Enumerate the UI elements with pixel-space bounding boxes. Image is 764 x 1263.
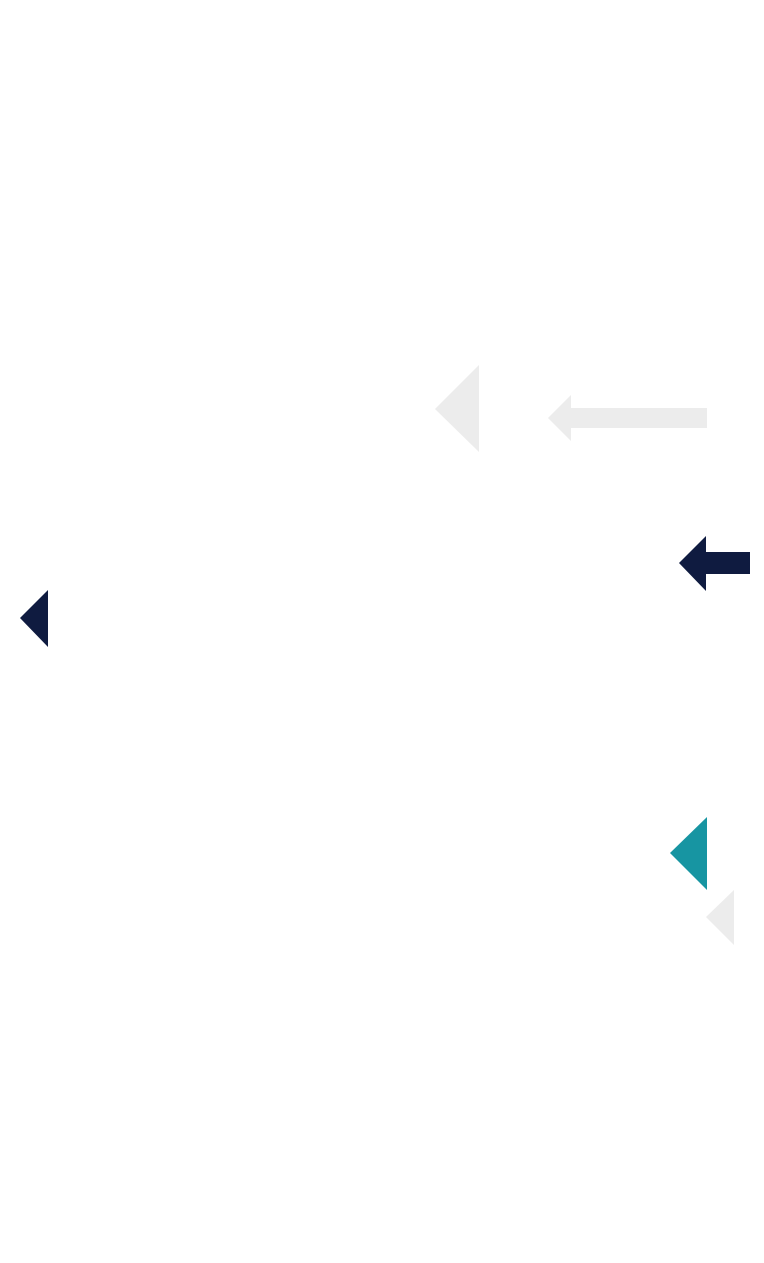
large-light-triangle-icon	[435, 365, 479, 452]
light-arrow-icon	[548, 395, 707, 441]
navy-arrow-icon	[679, 536, 750, 591]
navy-triangle-icon	[20, 590, 48, 647]
teal-triangle-icon	[670, 817, 707, 890]
small-light-triangle-icon	[706, 890, 734, 945]
